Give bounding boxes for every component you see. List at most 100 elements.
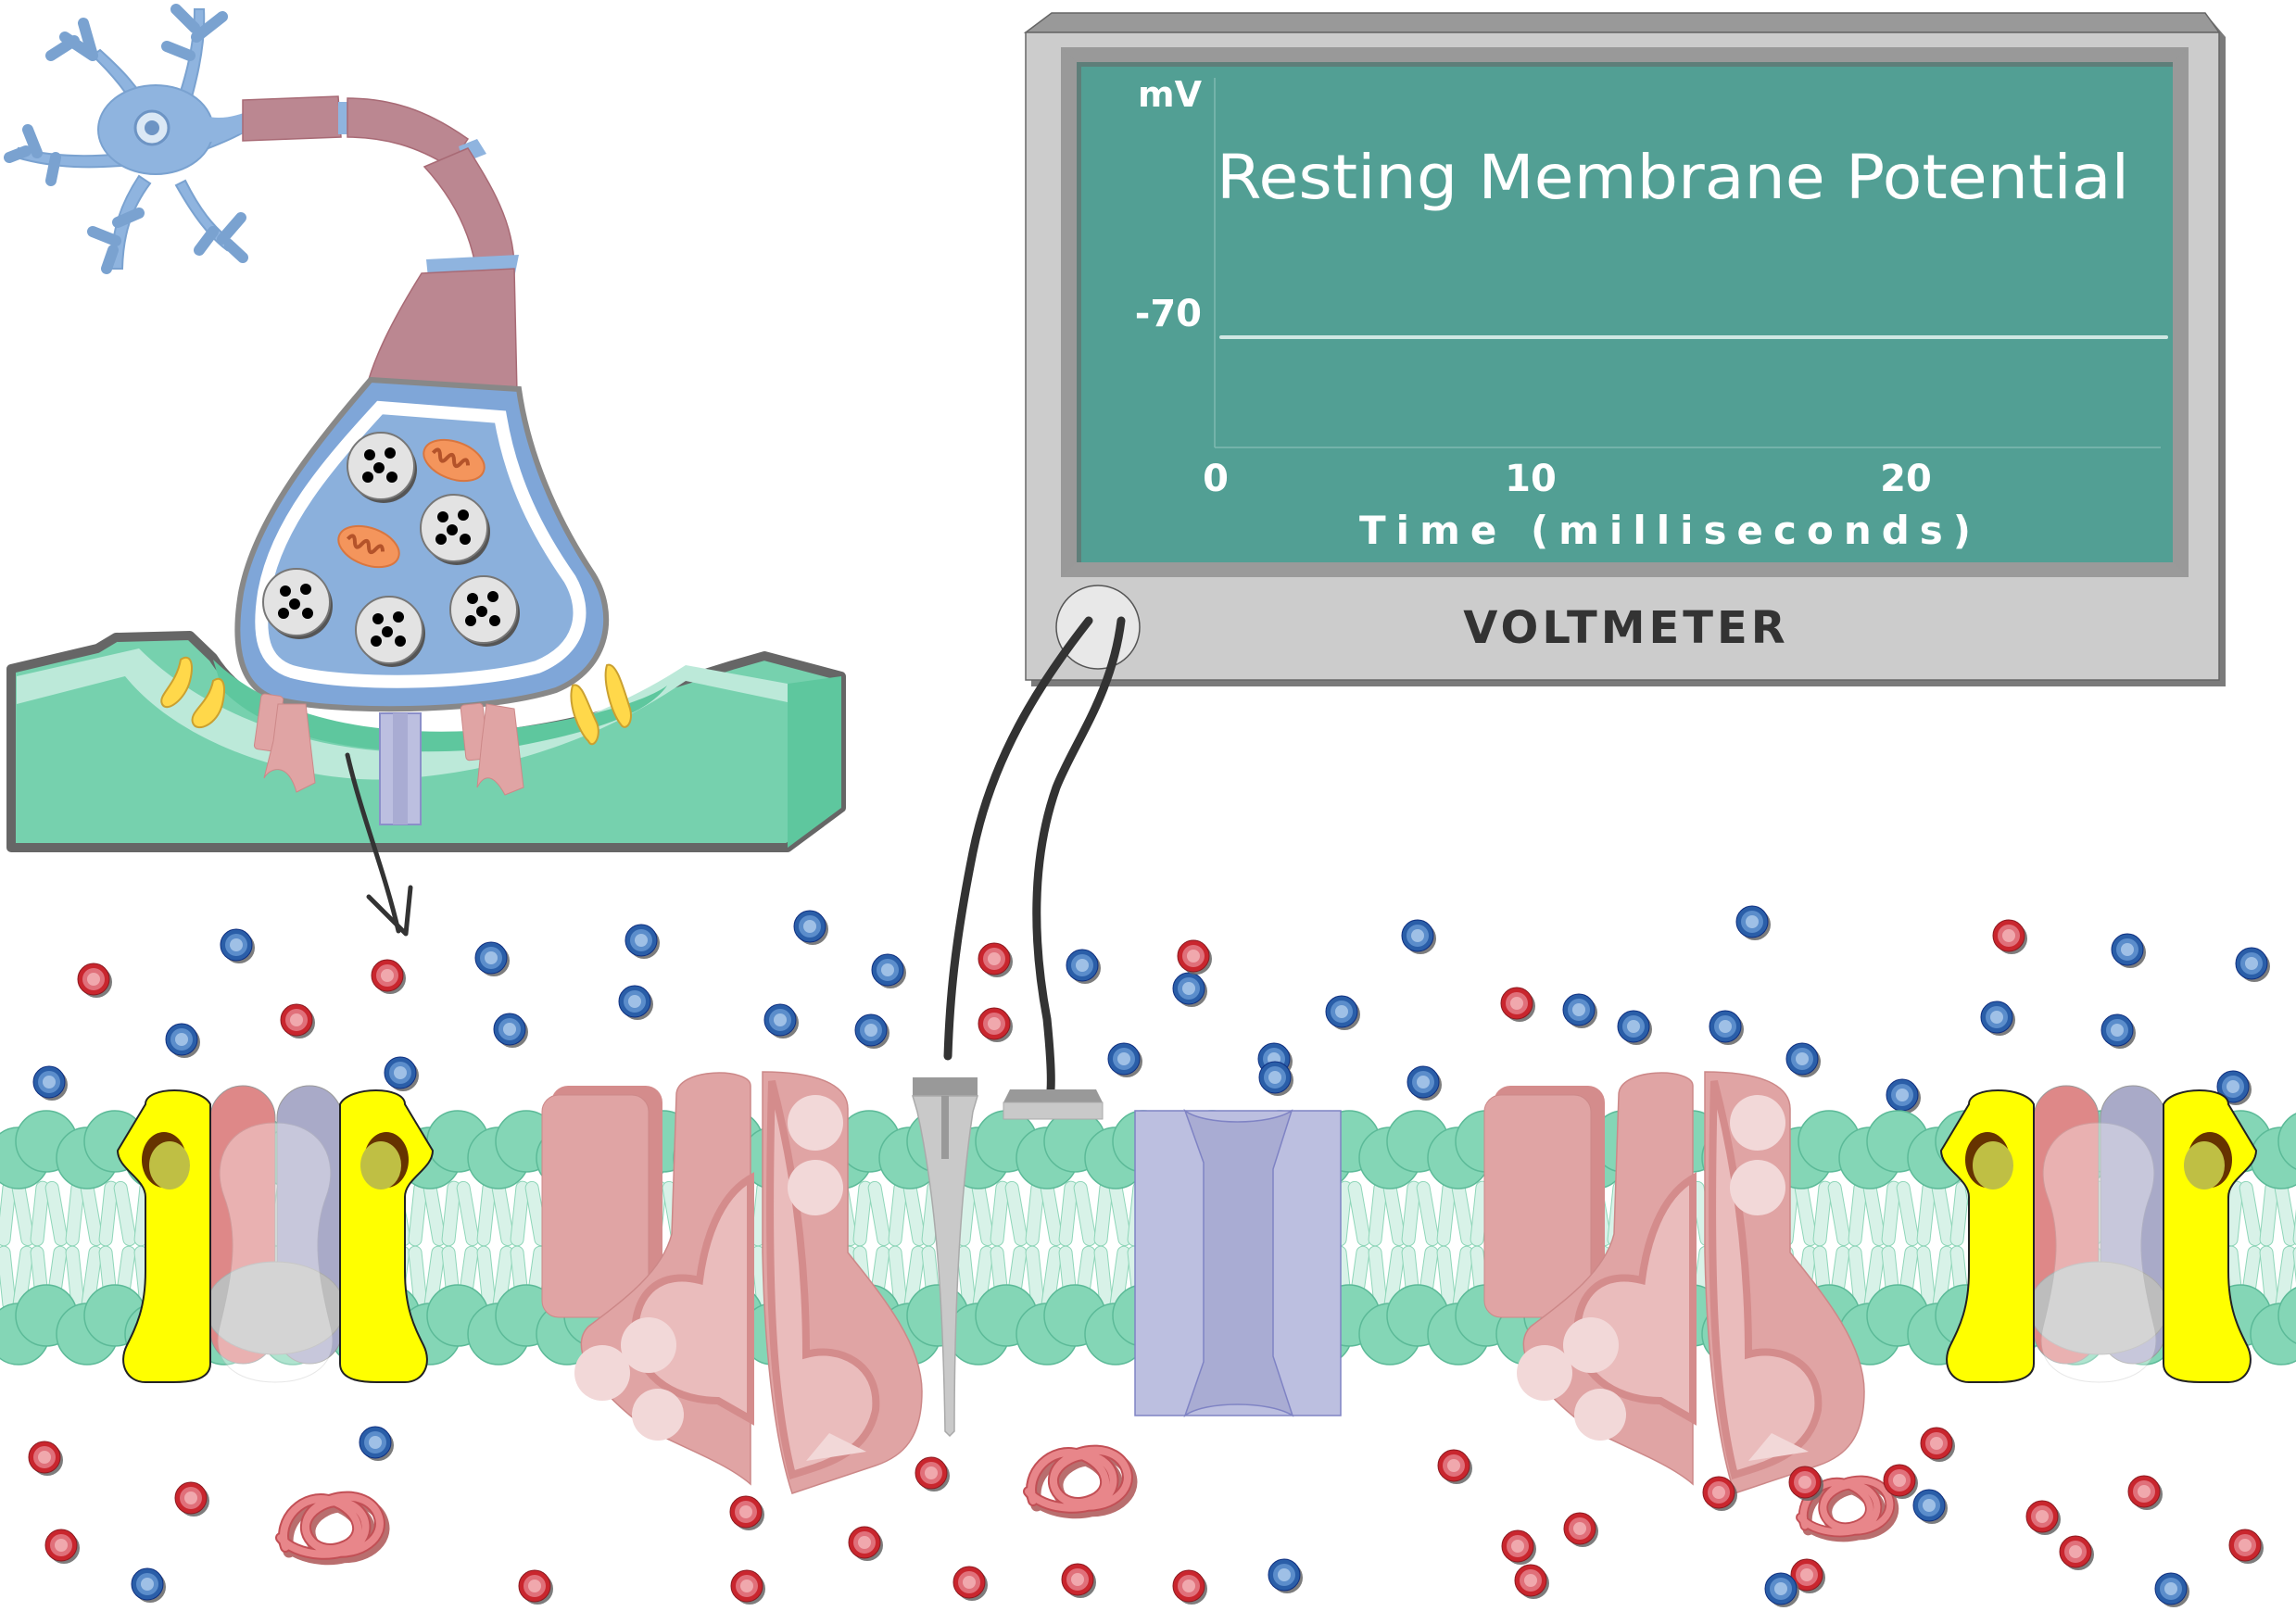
potassium-ion	[618, 985, 654, 1021]
x-tick-label-10: 10	[1505, 458, 1557, 500]
sodium-ion	[915, 1456, 951, 1492]
sodium-ion	[1437, 1449, 1473, 1485]
potassium-ion	[763, 1003, 800, 1039]
potassium-ion	[359, 1426, 395, 1462]
sodium-ion	[371, 959, 407, 995]
extracellular-ions	[32, 905, 2271, 1114]
sodium-ion	[848, 1526, 884, 1562]
lipid-tail	[1416, 1180, 1440, 1247]
potassium-ion	[624, 924, 661, 960]
potassium-ion	[1735, 905, 1772, 941]
potassium-ion	[854, 1013, 890, 1050]
reference-electrode[interactable]	[1003, 1089, 1104, 1120]
potassium-ion	[1785, 1042, 1822, 1078]
potassium-ion	[384, 1056, 420, 1092]
mini-channels	[253, 693, 524, 825]
neuron-dendrites	[4, 4, 252, 274]
lipid-tail	[1073, 1180, 1097, 1247]
potassium-ion	[793, 910, 829, 946]
screen-title: Resting Membrane Potential	[1217, 142, 2129, 213]
sodium-ion	[44, 1529, 81, 1565]
x-tick-label-20: 20	[1880, 458, 1932, 500]
lipid-tail	[1827, 1180, 1851, 1247]
lipid-head	[2277, 1113, 2296, 1170]
potassium-ion	[1912, 1489, 1949, 1525]
potassium-ion	[220, 928, 256, 964]
potassium-ion	[1172, 972, 1208, 1008]
potassium-ion	[2154, 1572, 2190, 1608]
potassium-ion	[1562, 993, 1598, 1029]
lipid-tail	[44, 1180, 69, 1247]
lipid-tail	[1004, 1180, 1028, 1247]
sodium-ion	[174, 1481, 210, 1517]
potassium-ion	[1617, 1010, 1653, 1046]
potassium-ion	[1407, 1065, 1443, 1101]
sodium-ion	[1514, 1564, 1550, 1600]
sodium-ion	[1172, 1569, 1208, 1605]
reference-wire	[1032, 616, 1126, 1102]
sodium-ion	[978, 1007, 1014, 1043]
voltmeter-wires	[943, 616, 1126, 1102]
potassium-ion	[2111, 933, 2147, 969]
potassium-ion	[1268, 1558, 1304, 1594]
sodium-ion	[1061, 1563, 1097, 1599]
potassium-ion	[2100, 1013, 2137, 1050]
potassium-ion	[474, 941, 511, 977]
y-tick-label: -70	[1135, 293, 1202, 335]
sodium-ion	[1500, 987, 1536, 1023]
lipid-tail	[456, 1180, 480, 1247]
sodium-ion	[1920, 1427, 1956, 1463]
voltmeter-label: VOLTMETER	[1463, 602, 1789, 654]
sodium-ion	[978, 942, 1014, 978]
sodium-ion	[518, 1569, 554, 1605]
sodium-ion	[1992, 919, 2028, 955]
potassium-ion	[493, 1013, 529, 1049]
potassium-ion	[1325, 995, 1361, 1031]
potassium-ion	[1980, 1001, 2016, 1037]
recording-electrode[interactable]	[911, 1077, 979, 1438]
lipid-tail	[1896, 1180, 1920, 1247]
sodium-ion	[77, 963, 113, 999]
leak-channel	[1134, 1108, 1342, 1418]
sodium-ion	[2025, 1500, 2062, 1536]
sodium-ion	[2059, 1535, 2095, 1571]
mini-pumps	[160, 656, 632, 746]
sodium-potassium-pump	[1940, 1085, 2257, 1383]
sodium-ion	[2228, 1529, 2264, 1565]
neuron	[4, 4, 610, 712]
sodium-ion	[1563, 1512, 1599, 1548]
lipid-tail	[1347, 1180, 1371, 1247]
lipid-tail	[867, 1180, 891, 1247]
sodium-ion	[1788, 1466, 1824, 1502]
sodium-ion	[280, 1003, 316, 1039]
potassium-ion	[1401, 919, 1437, 955]
sodium-potassium-pump	[117, 1085, 434, 1383]
sodium-ion	[729, 1495, 765, 1531]
lipid-tail	[2239, 1180, 2263, 1247]
recording-wire	[943, 616, 1093, 1061]
lipid-tail	[113, 1180, 137, 1247]
potassium-ion	[32, 1065, 69, 1101]
sodium-ion	[2127, 1475, 2164, 1511]
sodium-ion	[28, 1441, 64, 1477]
intracellular-protein	[281, 1497, 384, 1559]
y-axis-unit-label: mV	[1138, 74, 1203, 115]
potassium-ion	[131, 1567, 167, 1604]
sodium-ion	[730, 1569, 766, 1605]
potassium-ion	[1066, 949, 1102, 985]
myelinated-axon	[242, 95, 519, 395]
potassium-ion	[1886, 1078, 1922, 1114]
lipid-head	[2277, 1287, 2296, 1344]
voltmeter-screen	[1081, 67, 2173, 562]
potassium-ion	[165, 1023, 201, 1059]
potassium-ion	[1107, 1042, 1143, 1078]
postsynaptic-block	[6, 631, 846, 852]
sodium-ion	[952, 1566, 989, 1602]
sodium-ion	[1501, 1529, 1537, 1566]
sodium-ion	[1177, 939, 1213, 975]
potassium-ion	[1709, 1010, 1745, 1046]
voltmeter-input-jack[interactable]	[1055, 585, 1141, 670]
potassium-ion	[2235, 947, 2271, 983]
zoom-arrow	[345, 752, 413, 937]
